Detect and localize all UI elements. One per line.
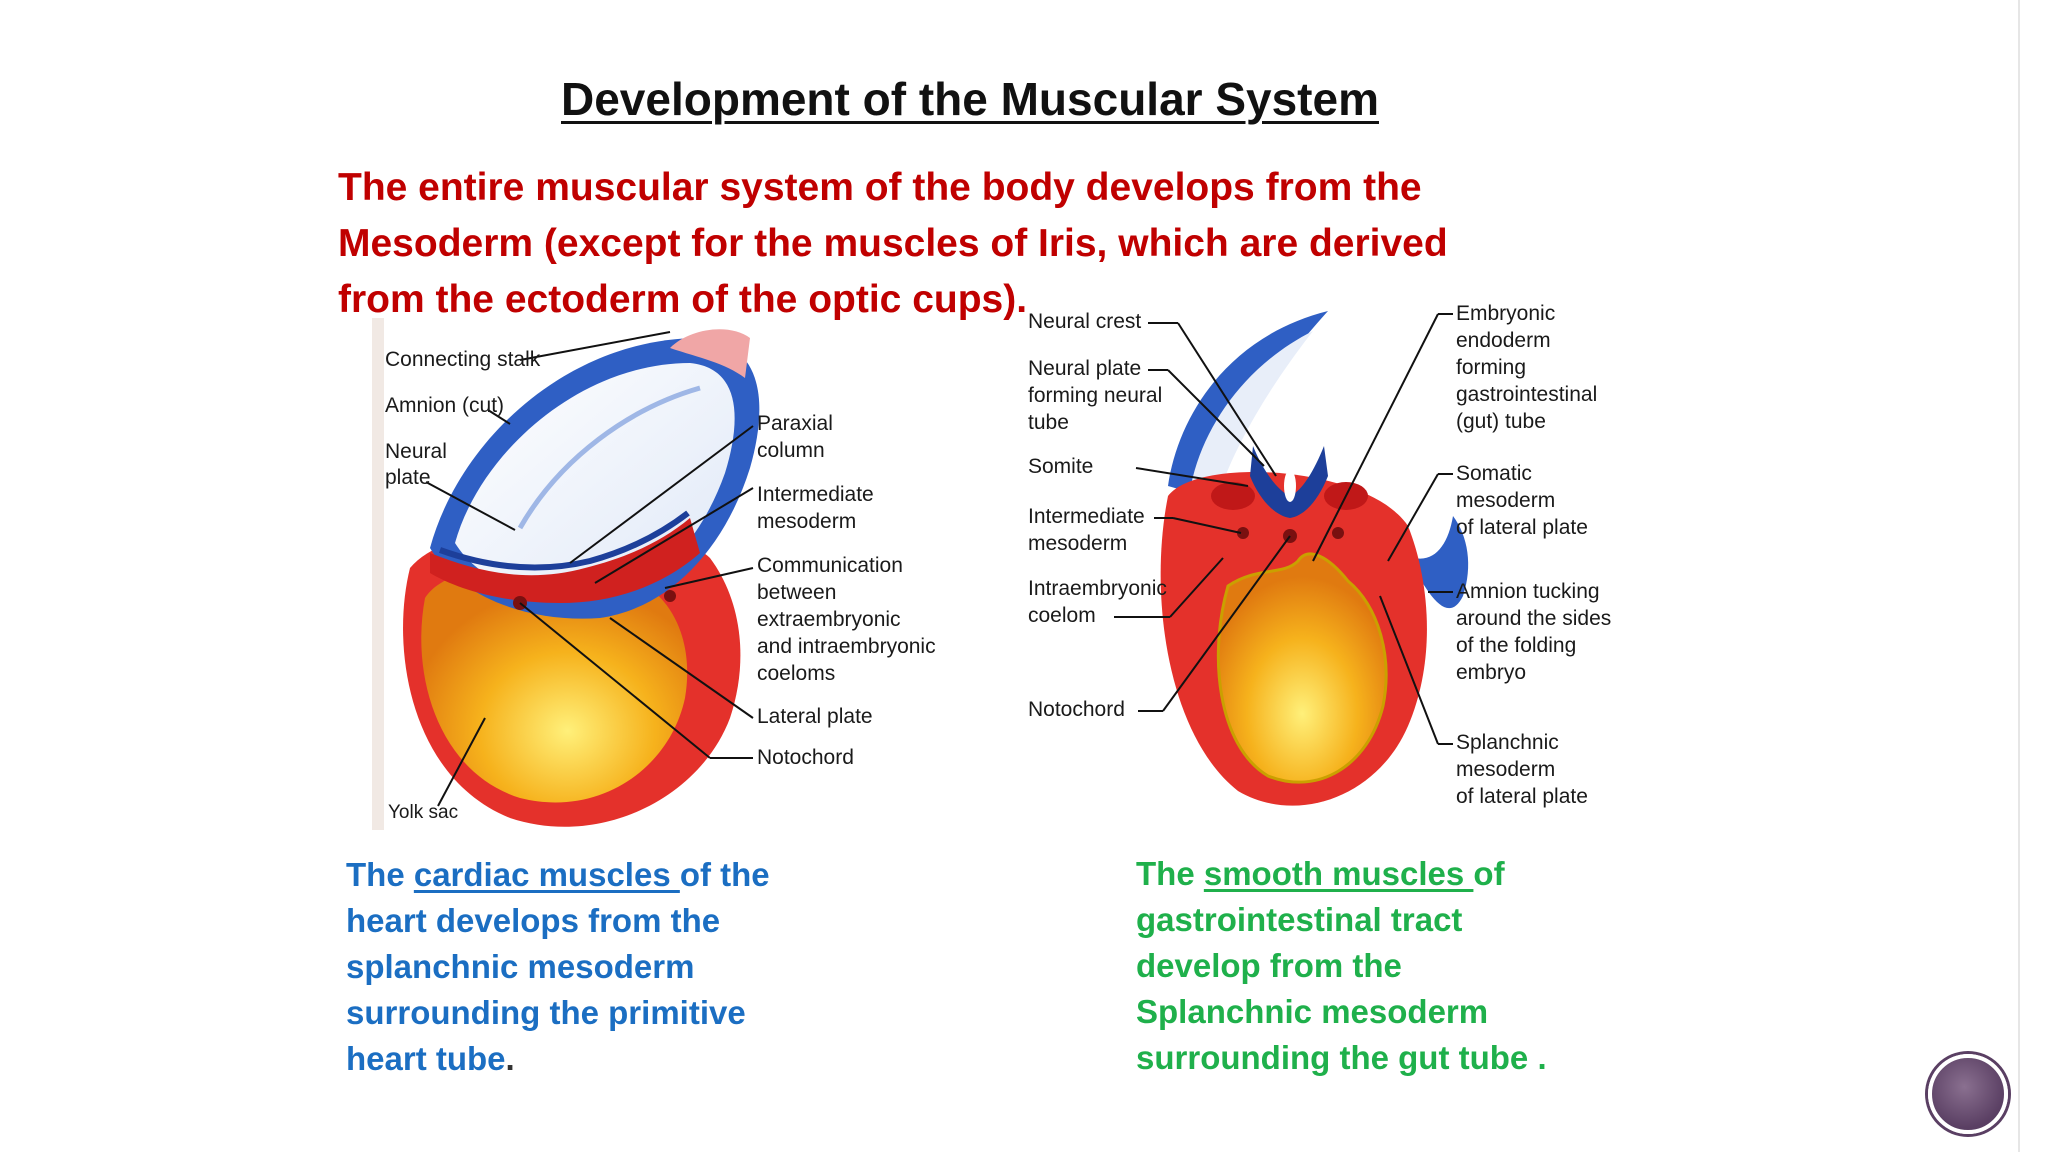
caption-left-line5: heart tube. [346,1036,770,1082]
paraxial-mesoderm-shape [430,518,700,603]
label-amnion-line2: around the sides [1456,607,1611,630]
label-communication-line4: and intraembryonic [757,635,936,658]
amnion-right-wing [1408,516,1469,609]
caption-cardiac-muscles: The cardiac muscles of the heart develop… [346,852,770,1082]
slide-title: Development of the Muscular System [561,73,1379,125]
label-amnion-cut: Amnion (cut) [385,394,504,417]
label-neural-plate-line2: forming neural [1028,384,1162,407]
label-somatic-line2: mesoderm [1456,489,1555,512]
leader-lines [425,331,754,807]
label-connecting-stalk: Connecting stalk [385,348,541,371]
leader-lines [1114,313,1453,745]
somite-left [1211,482,1255,510]
embryo-cross-section-figure: Connecting stalk Amnion (cut) Neural pla… [370,318,950,830]
folding-embryo-drawing: Neural crest Neural plate forming neural… [1028,302,1611,808]
label-paraxial-line1: Paraxial [757,412,833,435]
intro-text: The entire muscular system of the body d… [338,160,1538,328]
label-lateral-plate: Lateral plate [757,705,873,728]
label-splanchnic-line2: mesoderm [1456,758,1555,781]
caption-left-suffix: of the [679,856,770,893]
coelom-dot [664,590,676,602]
label-neural-plate-line1: Neural plate [1028,357,1141,380]
label-intermediate-line2: mesoderm [1028,532,1127,555]
label-neural-plate-line2: plate [385,466,431,489]
intro-line-2: Mesoderm (except for the muscles of Iris… [338,222,1448,265]
neural-groove [1284,470,1296,502]
coelom-left [1237,527,1249,539]
label-neural-plate-line1: Neural [385,440,447,463]
caption-left-line3: splanchnic mesoderm [346,948,695,985]
label-splanchnic-line3: of lateral plate [1456,785,1588,808]
amnion-highlight [517,385,701,530]
caption-right-line1: The smooth muscles of [1136,851,1547,897]
label-splanchnic-line1: Splanchnic [1456,731,1559,754]
label-intermediate-line1: Intermediate [757,483,874,506]
caption-right-suffix: of [1473,855,1505,892]
slide-nav-circle-button[interactable] [1928,1054,2008,1134]
label-intraembryonic-line1: Intraembryonic [1028,577,1167,600]
neural-tube-shape [1250,446,1328,518]
caption-left-period: . [505,1040,515,1077]
caption-left-line1: The cardiac muscles of the [346,852,770,898]
label-yolk-sac: Yolk sac [388,802,458,823]
intro-line-1: The entire muscular system of the body d… [338,166,1422,209]
caption-left-line2: heart develops from the [346,902,721,939]
embryo-cross-section-drawing: Connecting stalk Amnion (cut) Neural pla… [372,318,936,830]
amnion-left-wing-inner [1190,331,1313,496]
caption-left-line4: surrounding the primitive [346,994,746,1031]
smooth-muscles-link[interactable]: smooth muscles [1203,855,1474,892]
label-endoderm-line1: Embryonic [1456,302,1555,325]
intro-line-3: from the ectoderm of the optic cups). [338,278,1028,321]
label-endoderm-line3: forming [1456,356,1526,379]
label-intermediate-line1: Intermediate [1028,505,1145,528]
yolk-sac-shape [421,563,688,803]
label-intraembryonic-line2: coelom [1028,604,1096,627]
label-somatic-line1: Somatic [1456,462,1532,485]
label-neural-plate-line3: tube [1028,411,1069,434]
label-neural-crest: Neural crest [1028,310,1141,333]
label-communication-line2: between [757,581,836,604]
cardiac-muscles-link[interactable]: cardiac muscles [413,856,680,893]
label-paraxial-line2: column [757,439,825,462]
caption-right-line2: gastrointestinal tract [1136,901,1463,938]
neural-plate-shape [438,510,690,571]
gut-tube-yolk-shape [1216,552,1388,784]
caption-right-line5: surrounding the gut tube . [1136,1039,1547,1076]
coelom-right [1332,527,1344,539]
label-communication-line5: coeloms [757,662,835,685]
folding-embryo-figure: Neural crest Neural plate forming neural… [1028,296,1628,816]
label-somite: Somite [1028,455,1093,478]
slide-edge-rule [2018,0,2020,1152]
caption-left-line5-text: heart tube [346,1040,506,1077]
label-communication-line1: Communication [757,554,903,577]
label-amnion-line3: of the folding [1456,634,1576,657]
label-notochord: Notochord [1028,698,1125,721]
page-edge-shadow [372,318,384,830]
caption-smooth-muscles: The smooth muscles of gastrointestinal t… [1136,851,1547,1081]
caption-right-prefix: The [1136,855,1204,892]
caption-left-prefix: The [346,856,414,893]
label-endoderm-line4: gastrointestinal [1456,383,1597,406]
label-amnion-line4: embryo [1456,661,1526,684]
label-endoderm-line2: endoderm [1456,329,1551,352]
caption-right-line4: Splanchnic mesoderm [1136,993,1489,1030]
label-notochord: Notochord [757,746,854,769]
caption-right-line3: develop from the [1136,947,1402,984]
label-somatic-line3: of lateral plate [1456,516,1588,539]
label-communication-line3: extraembryonic [757,608,901,631]
label-intermediate-line2: mesoderm [757,510,856,533]
label-amnion-line1: Amnion tucking [1456,580,1600,603]
connecting-stalk-shape [670,329,750,378]
label-endoderm-line5: (gut) tube [1456,410,1546,433]
